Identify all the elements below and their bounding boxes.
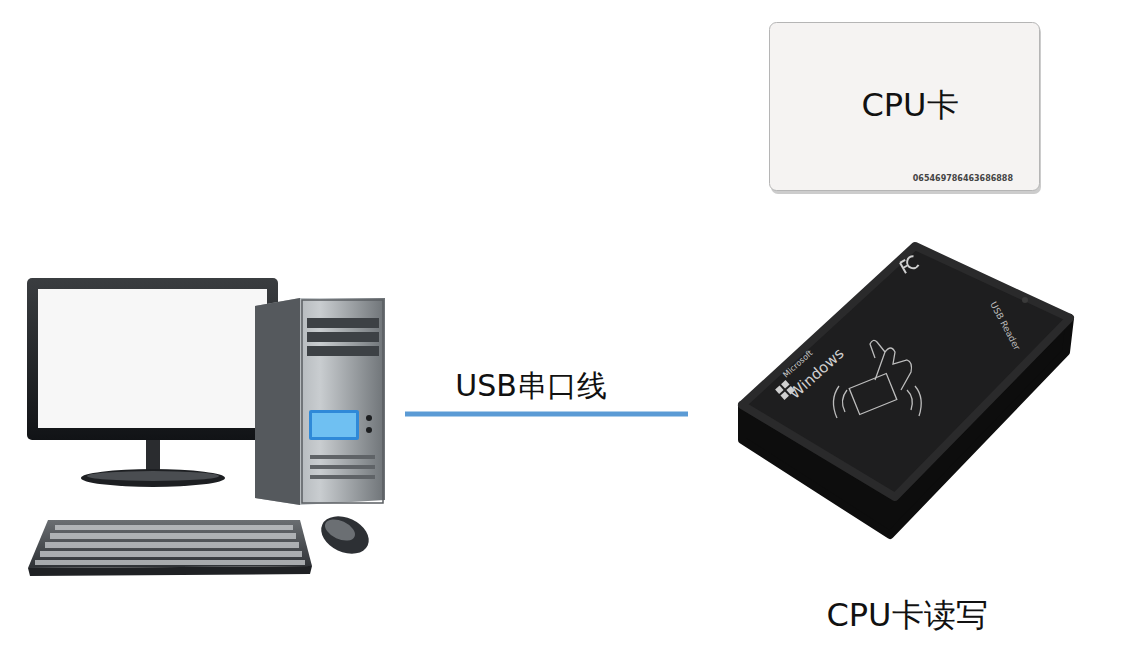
- usb-cable: [405, 412, 688, 417]
- cable-label: USB串口线: [455, 369, 607, 404]
- computer-tower: [255, 298, 385, 505]
- card-number: 065469786463686888: [913, 174, 1013, 183]
- device-caption: CPU卡读写: [826, 597, 987, 634]
- mouse: [315, 509, 375, 561]
- keyboard: [28, 520, 312, 576]
- monitor: [27, 278, 278, 487]
- cpu-card: CPU卡 065469786463686888: [769, 22, 1041, 193]
- card-title: CPU卡: [861, 87, 958, 124]
- reader-shape: [735, 240, 1080, 545]
- card-reader: MicrosoftWindowsUSB ReaderCPU卡读写: [735, 240, 1080, 545]
